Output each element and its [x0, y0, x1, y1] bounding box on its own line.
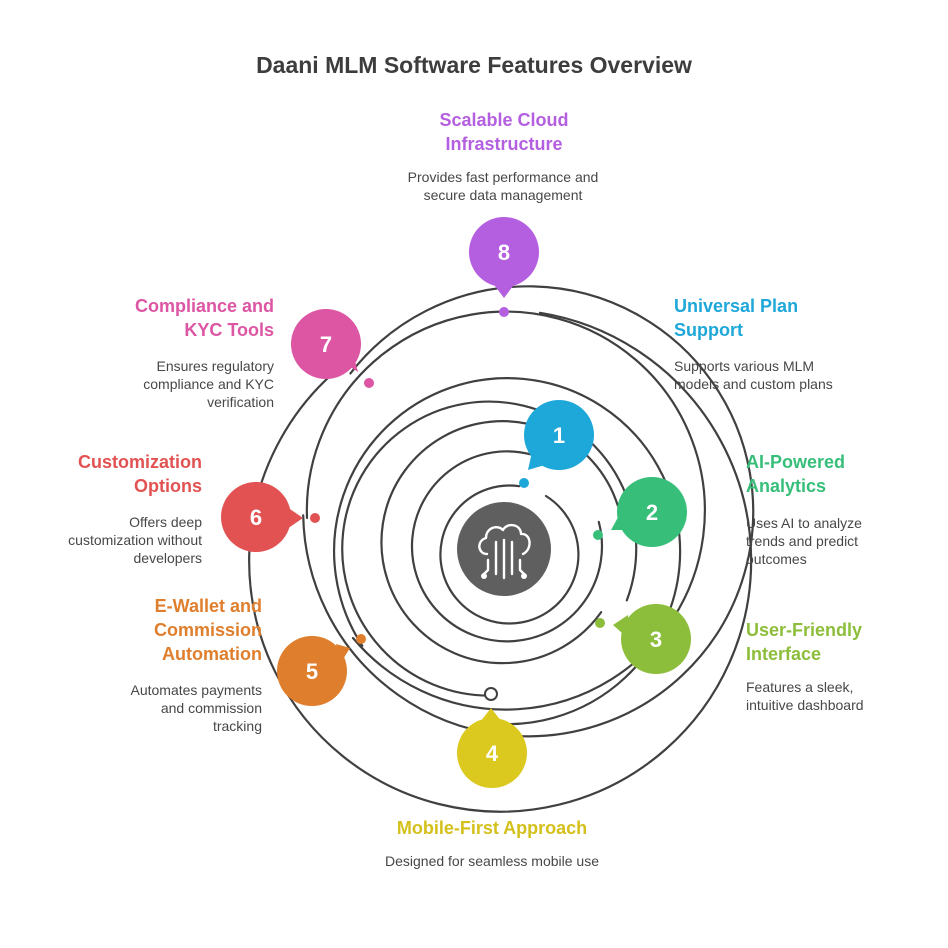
marker-8: 8	[469, 217, 539, 298]
ring-4	[341, 400, 638, 697]
marker-number-2: 2	[646, 500, 658, 525]
center-hub	[457, 502, 551, 596]
marker-2: 2	[611, 477, 687, 547]
feature-4-title: Mobile-First Approach	[396, 818, 588, 838]
ring-5	[333, 377, 682, 726]
ring-dot-2	[593, 530, 603, 540]
feature-1-description: Supports various MLM models and custom p…	[674, 358, 833, 392]
page-title: Daani MLM Software Features Overview	[256, 52, 692, 78]
feature-8-description: Provides fast performance and secure dat…	[407, 169, 599, 203]
feature-1-title: Universal Plan Support	[674, 296, 799, 340]
feature-5-description: Automates payments and commission tracki…	[130, 682, 262, 734]
marker-3: 3	[613, 604, 691, 674]
marker-4: 4	[457, 708, 527, 788]
feature-6-title: Customization Options	[78, 452, 202, 496]
feature-6-description: Offers deep customization without develo…	[68, 514, 202, 566]
feature-3-title: User-Friendly Interface	[746, 620, 863, 664]
ring-dot-3	[595, 618, 605, 628]
cloud-circuit-icon	[478, 523, 531, 580]
marker-7: 7	[291, 309, 361, 379]
feature-7-description: Ensures regulatory compliance and KYC ve…	[143, 358, 274, 410]
ring-1	[439, 484, 580, 625]
marker-5: 5	[277, 636, 350, 706]
ring-2	[410, 450, 604, 643]
feature-2-title: AI-Powered Analytics	[746, 452, 846, 496]
ring-dot-6	[310, 513, 320, 523]
ring-dot-5	[356, 634, 366, 644]
ring-dot-4	[484, 687, 498, 701]
feature-4-description: Designed for seamless mobile use	[385, 853, 599, 869]
marker-number-5: 5	[306, 659, 318, 684]
feature-2-description: Uses AI to analyze trends and predict ou…	[746, 515, 862, 567]
marker-1: 1	[524, 400, 594, 470]
feature-8-title: Scalable Cloud Infrastructure	[439, 110, 569, 154]
ring-dot-8	[499, 307, 509, 317]
ring-dot-1	[519, 478, 529, 488]
marker-number-4: 4	[486, 741, 499, 766]
ring-7	[302, 285, 755, 738]
marker-number-7: 7	[320, 332, 332, 357]
concentric-rings	[248, 285, 755, 813]
marker-number-1: 1	[553, 423, 565, 448]
marker-6: 6	[221, 482, 303, 552]
marker-number-6: 6	[250, 505, 262, 530]
marker-number-8: 8	[498, 240, 510, 265]
marker-number-3: 3	[650, 627, 662, 652]
ring-dots	[310, 307, 605, 701]
feature-7-title: Compliance and KYC Tools	[134, 296, 274, 340]
ring-6	[305, 310, 706, 711]
feature-3-description: Features a sleek, intuitive dashboard	[746, 679, 864, 713]
feature-5-title: E-Wallet and Commission Automation	[153, 596, 262, 664]
ring-dot-7	[364, 378, 374, 388]
